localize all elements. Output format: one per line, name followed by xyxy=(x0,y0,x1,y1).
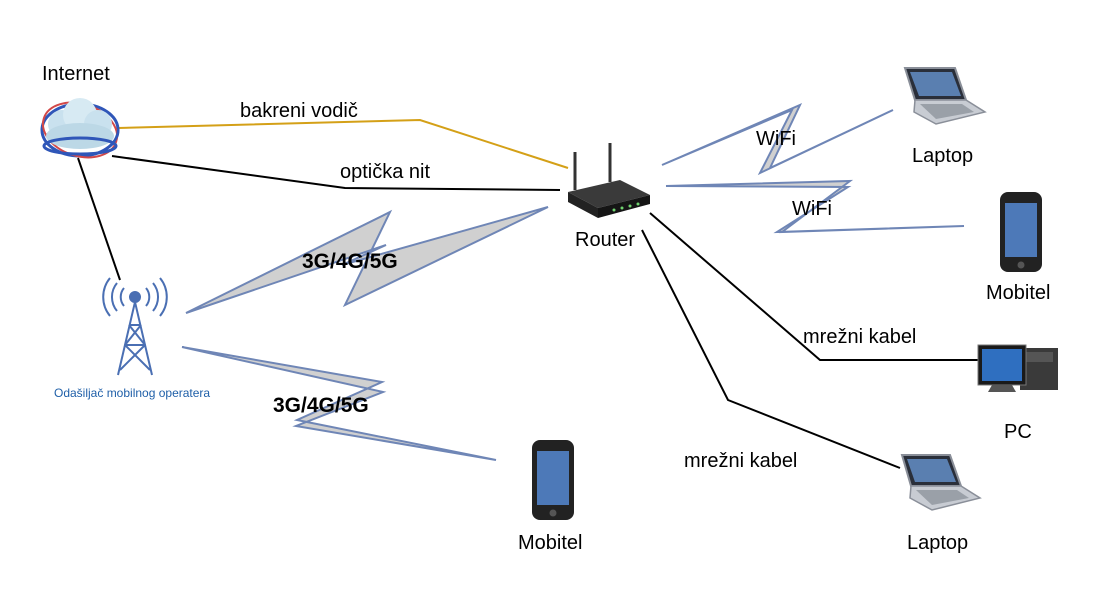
wifi-phone-label: WiFi xyxy=(792,198,832,220)
mobile-phone-icon xyxy=(1000,192,1042,272)
cellular-link-phone xyxy=(181,346,497,461)
laptop-wifi-label: Laptop xyxy=(912,145,973,167)
laptop-cable-label: Laptop xyxy=(907,532,968,554)
router-icon xyxy=(568,143,650,218)
copper-label: bakreni vodič xyxy=(240,100,358,122)
cable-laptop-label: mrežni kabel xyxy=(684,450,797,472)
cellular-router-label: 3G/4G/5G xyxy=(302,250,398,273)
fiber-label: optička nit xyxy=(340,161,430,183)
wifi-link-laptop xyxy=(661,103,894,176)
router-pc-cable xyxy=(649,212,980,361)
cable-pc-label: mrežni kabel xyxy=(803,326,916,348)
laptop-icon xyxy=(900,454,982,511)
wifi-laptop-label: WiFi xyxy=(756,128,796,150)
internet-label: Internet xyxy=(42,63,110,85)
phone-wifi-label: Mobitel xyxy=(986,282,1050,304)
laptop-icon xyxy=(903,67,987,125)
wifi-link-phone xyxy=(665,179,965,234)
copper-wire xyxy=(117,118,569,169)
pc-label: PC xyxy=(1004,421,1032,443)
cellular-phone-label: 3G/4G/5G xyxy=(273,394,369,417)
cell-tower-icon xyxy=(102,277,168,376)
fiber-wire xyxy=(111,155,561,191)
router-label: Router xyxy=(575,229,635,251)
phone-mobile-label: Mobitel xyxy=(518,532,582,554)
mobile-phone-icon xyxy=(532,440,574,520)
pc-icon xyxy=(977,344,1058,392)
internet-tower-wire xyxy=(77,157,121,281)
tower-label: Odašiljač mobilnog operatera xyxy=(54,386,210,400)
cellular-link-router xyxy=(185,206,549,314)
internet-cloud-icon xyxy=(40,98,120,159)
router-laptop-cable xyxy=(641,229,901,469)
